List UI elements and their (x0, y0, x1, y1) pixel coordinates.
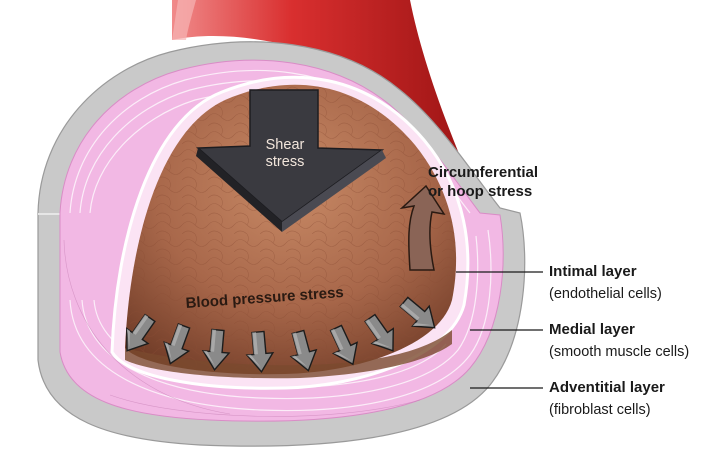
intimal-layer-cells: (endothelial cells) (549, 286, 662, 302)
adventitial-layer-cells: (fibroblast cells) (549, 402, 651, 418)
adventitial-layer-name: Adventitial layer (549, 379, 665, 396)
medial-layer-cells: (smooth muscle cells) (549, 344, 689, 360)
shear-label-line2: stress (266, 154, 305, 170)
intimal-layer-name: Intimal layer (549, 263, 637, 280)
hoop-label-line2: or hoop stress (428, 183, 532, 200)
layer-labels: Intimal layer (endothelial cells) Medial… (549, 263, 689, 418)
hoop-label-line1: Circumferential (428, 164, 538, 181)
medial-layer-name: Medial layer (549, 321, 635, 338)
shear-label-line1: Shear (266, 137, 305, 153)
